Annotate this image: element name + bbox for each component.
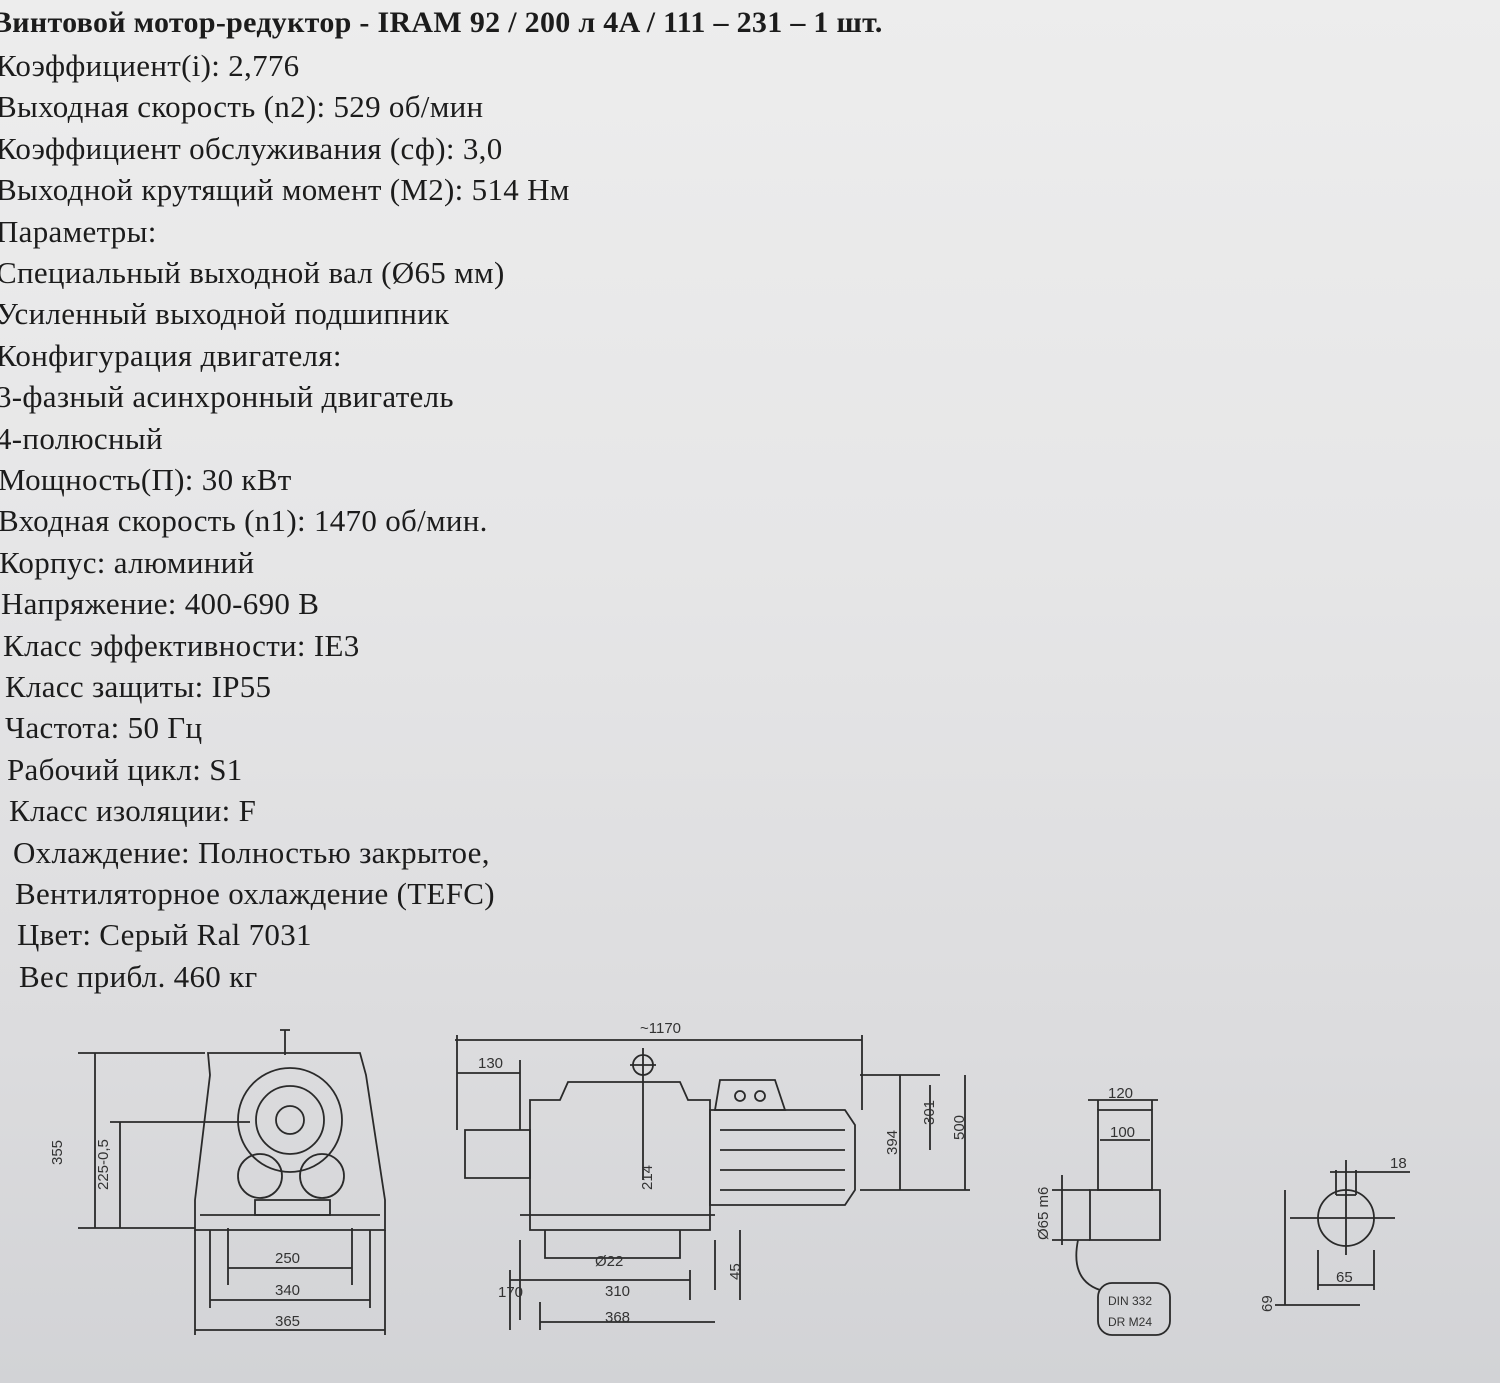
spec-line: Входная скорость (n1): 1470 об/мин. [0,503,488,539]
spec-line: Коэффициент обслуживания (сф): 3,0 [0,130,503,166]
dim-front-250: 250 [275,1250,300,1267]
dim-side-170: 170 [498,1284,523,1301]
dim-side-45: 45 [727,1263,744,1280]
shaft-note-din: DIN 332 [1108,1294,1152,1308]
dim-front-axis-height: 225-0,5 [95,1139,112,1190]
spec-line: Усиленный выходной подшипник [0,296,450,332]
spec-line: Коэффициент(i): 2,776 [0,48,300,83]
spec-line: Класс изоляции: F [9,793,257,829]
spec-line: Цвет: Серый Ral 7031 [17,917,312,953]
dim-shaft-100: 100 [1110,1124,1135,1141]
dim-shaft-120: 120 [1108,1085,1133,1102]
spec-line: Частота: 50 Гц [5,710,203,746]
spec-line: Конфигурация двигателя: [0,337,342,373]
side-view-drawing [455,1035,970,1330]
spec-line: Вес прибл. 460 кг [19,958,258,994]
shaft-note-dr: DR M24 [1108,1315,1152,1329]
shaft-detail-drawing [1052,1099,1171,1336]
dim-side-500: 500 [951,1115,968,1140]
spec-line: Специальный выходной вал (Ø65 мм) [0,255,505,290]
document-title: Винтовой мотор-редуктор - IRAM 92 / 200 … [0,6,883,39]
dim-key-65: 65 [1336,1269,1353,1286]
spec-line: Напряжение: 400-690 В [1,586,320,622]
spec-line: Выходной крутящий момент (M2): 514 Нм [0,172,570,208]
dim-side-310: 310 [605,1283,630,1300]
front-view-drawing [78,1029,386,1335]
spec-line: Корпус: алюминий [0,544,255,580]
spec-line: Параметры: [0,213,157,249]
spec-line: 4-полюсный [0,420,163,456]
spec-line: Класс эффективности: IE3 [3,627,360,663]
dim-side-301: 301 [921,1100,938,1125]
dim-side-394: 394 [884,1130,901,1155]
dim-side-368: 368 [605,1309,630,1326]
dim-side-214: 214 [639,1165,656,1190]
spec-line: Мощность(П): 30 кВт [0,462,292,497]
dim-side-total-length: ~1170 [640,1020,681,1037]
spec-line: Рабочий цикл: S1 [7,751,243,787]
dim-front-365: 365 [275,1313,300,1330]
dim-front-340: 340 [275,1282,300,1299]
key-detail-drawing [1275,1160,1410,1306]
dim-side-022: Ø22 [595,1253,623,1270]
spec-line: Класс защиты: IP55 [5,669,272,704]
spec-line: Вентиляторное охлаждение (TEFC) [15,876,495,911]
spec-line: Выходная скорость (n2): 529 об/мин [0,89,484,125]
dim-shaft-65: Ø65 m6 [1035,1187,1052,1240]
dim-side-shaft-length: 130 [478,1055,503,1072]
dim-key-69: 69 [1259,1295,1276,1312]
dim-front-height: 355 [49,1140,66,1165]
spec-line: 3-фазный асинхронный двигатель [0,379,454,415]
dim-key-18: 18 [1390,1155,1407,1172]
spec-line: Охлаждение: Полностью закрытое, [13,834,490,870]
technical-drawing: 355 225-0,5 250 340 365 ~1170 130 394 30… [49,1020,1410,1336]
